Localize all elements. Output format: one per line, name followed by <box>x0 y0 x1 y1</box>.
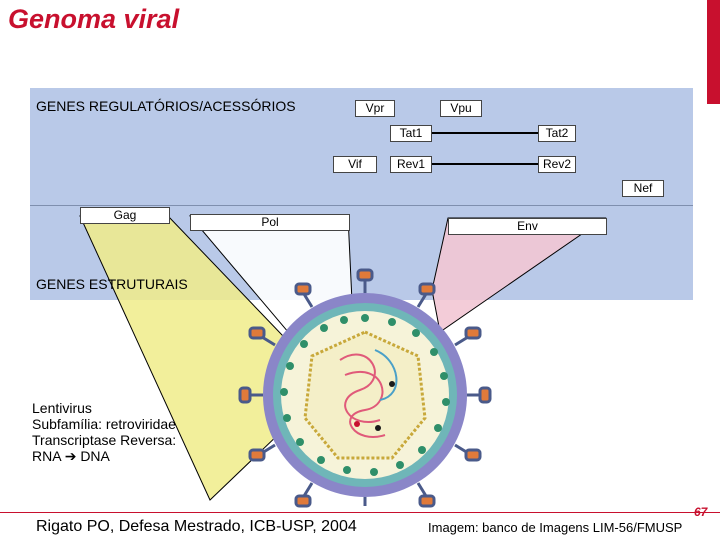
gene-env: Env <box>448 218 607 235</box>
gene-rev2: Rev2 <box>538 156 576 173</box>
gene-vpr: Vpr <box>355 100 395 117</box>
credit-author: Rigato PO, Defesa Mestrado, ICB-USP, 200… <box>36 518 357 535</box>
virus-note: Lentivirus Subfamília: retroviridae Tran… <box>32 400 176 464</box>
gene-vif: Vif <box>333 156 377 173</box>
gene-tat1: Tat1 <box>390 125 432 142</box>
note-rna: RNA <box>32 448 61 464</box>
note-line-1: Lentivirus <box>32 400 92 416</box>
note-line-4: RNA ➔ DNA <box>32 448 176 464</box>
gene-tat2: Tat2 <box>538 125 576 142</box>
env-projection <box>431 217 607 333</box>
rev-splice-line <box>430 163 538 165</box>
footer-divider <box>0 512 720 513</box>
accent-bar <box>707 0 720 104</box>
note-line-3: Transcriptase Reversa: <box>32 432 177 448</box>
structural-genes-label: GENES ESTRUTURAIS <box>36 276 188 292</box>
credit-image-source: Imagem: banco de Imagens LIM-56/FMUSP <box>428 520 683 535</box>
note-dna: DNA <box>80 448 110 464</box>
slide-number: 67 <box>694 505 708 519</box>
tat-splice-line <box>430 132 538 134</box>
regulatory-genes-label: GENES REGULATÓRIOS/ACESSÓRIOS <box>36 98 296 114</box>
virus-particle <box>238 268 492 508</box>
gene-pol: Pol <box>190 214 350 231</box>
gene-nef: Nef <box>622 180 664 197</box>
arrow-icon: ➔ <box>64 448 77 464</box>
gene-rev1: Rev1 <box>390 156 432 173</box>
note-line-2: Subfamília: retroviridae <box>32 416 176 432</box>
gene-vpu: Vpu <box>440 100 482 117</box>
panel-divider <box>30 205 693 206</box>
gene-gag: Gag <box>80 207 170 224</box>
page-title: Genoma viral <box>8 4 180 34</box>
